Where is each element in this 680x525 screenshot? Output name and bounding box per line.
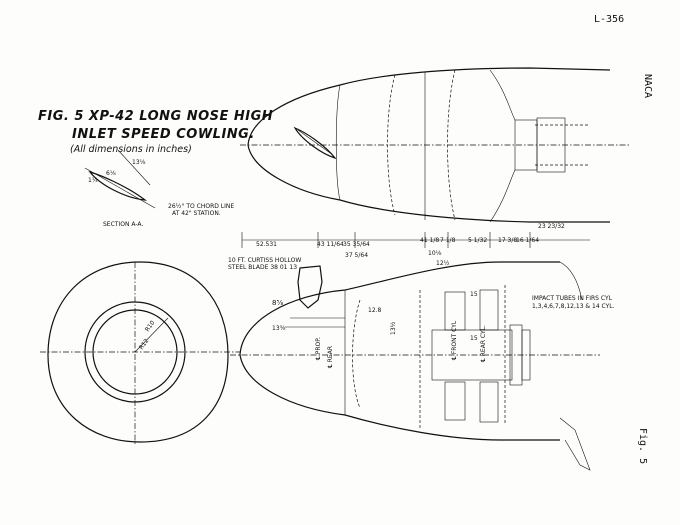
prop-axis: ℄ PROP. — [315, 337, 322, 360]
dim-23: 23 23/32 — [538, 223, 565, 230]
title-line-2: INLET SPEED COWLING. — [72, 127, 255, 142]
front-cyl-axis: ℄ FRONT CYL — [451, 320, 458, 360]
dim-15-b: 15 — [470, 335, 478, 342]
impact-note-1: IMPACT TUBES IN FIRS CYL — [532, 295, 613, 302]
section-angle-note-1: 26½° TO CHORD LINE — [168, 203, 234, 210]
section-label: SECTION A-A. — [103, 221, 143, 228]
section-a-a — [84, 149, 156, 209]
title-line-3: (All dimensions in inches) — [70, 144, 192, 155]
section-dim-c: 1¼ — [88, 177, 98, 184]
dim-5: 5 1/32 — [468, 237, 487, 244]
dim-12-8: 12.8 — [368, 307, 382, 314]
fig-marker: Fig. 5 — [637, 428, 648, 464]
dim-15-a: 15 — [470, 291, 478, 298]
naca-stamp: NACA — [642, 74, 653, 98]
dim-12-5: 12½ — [436, 260, 450, 267]
dim-37: 37 5/64 — [345, 252, 368, 259]
impact-note-2: 1,3,4,6,7,8,12,13 & 14 CYL. — [532, 303, 615, 310]
dim-13-1-2: 13½ — [390, 321, 397, 335]
page-number: L-356 — [594, 14, 624, 25]
radius-12: R12 — [138, 337, 151, 351]
upper-cowling-view — [240, 67, 630, 223]
section-angle-note-2: AT 42" STATION. — [172, 210, 221, 217]
propeller-note-2: STEEL BLADE 38 01 13 — [228, 264, 297, 271]
dim-7: 7 1/8 — [440, 237, 456, 244]
dim-8-5-8: 8⅝ — [272, 299, 283, 307]
side-cowling-view — [230, 261, 600, 471]
dim-10: 10⅛ — [428, 250, 442, 257]
front-view — [40, 261, 240, 445]
dim-16: 16 1/64 — [516, 237, 539, 244]
section-dim-b: 13⅛ — [132, 159, 146, 166]
dim-43: 43 11/64 — [317, 241, 344, 248]
dim-41: 41 1/8 — [420, 237, 439, 244]
title-line-1: FIG. 5 XP-42 LONG NOSE HIGH — [38, 109, 273, 124]
rear-cyl-axis: ℄ REAR CYL. — [480, 325, 487, 362]
dim-52-531: 52.531 — [256, 241, 277, 248]
dim-35: 35 35/64 — [343, 241, 370, 248]
rear-axis: ℄ REAR — [327, 346, 334, 368]
dim-13-3-8: 13⅜ — [272, 325, 286, 332]
radius-10: R10 — [144, 319, 157, 333]
dim-17: 17 3/8 — [498, 237, 517, 244]
section-dim-a: 6⅛ — [106, 170, 116, 177]
propeller-note-1: 10 FT. CURTISS HOLLOW — [228, 257, 301, 264]
dimension-line — [241, 232, 590, 248]
propeller-blade — [285, 265, 345, 328]
